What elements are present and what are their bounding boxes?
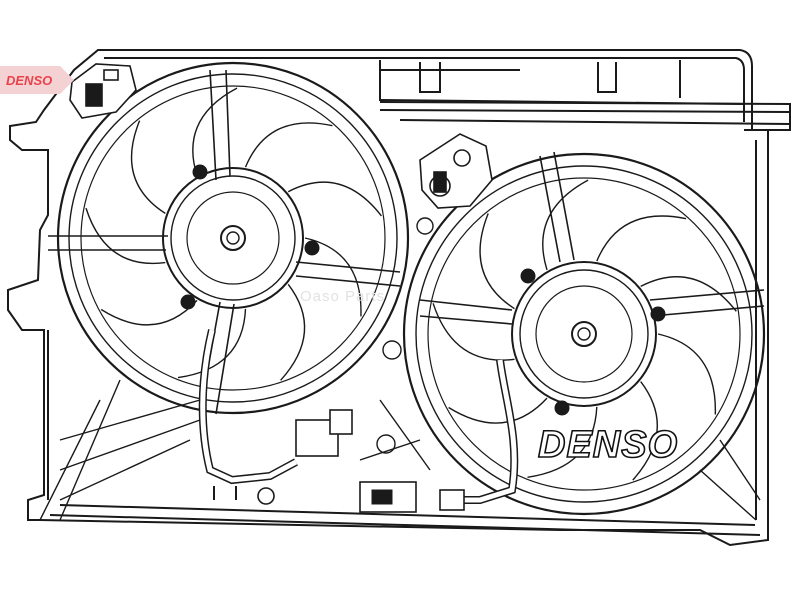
brand-logo-text: DENSO [537, 423, 679, 467]
fan-blade [479, 213, 515, 310]
fan-blade [304, 237, 362, 317]
badge-text: DENSO [6, 73, 52, 88]
fan-right [402, 151, 766, 516]
fan-blade [527, 406, 598, 478]
shroud-frame [7, 49, 791, 547]
fan-blade [632, 381, 659, 481]
fan-blade [640, 276, 737, 312]
fan-blade [596, 215, 687, 262]
fan-blade [177, 308, 247, 379]
fan-blade [657, 333, 717, 415]
brand-badge: DENSO [0, 66, 74, 94]
fan-blade [85, 207, 166, 265]
fan-blade [287, 181, 382, 217]
fan-blade [244, 122, 333, 168]
top-left-connector [69, 63, 137, 119]
fan-blade [542, 179, 589, 271]
fan-left [48, 61, 410, 415]
fan-blade [280, 283, 306, 381]
connector-module [419, 133, 493, 209]
fan-blade [448, 397, 548, 424]
fan-blade [192, 87, 238, 176]
fan-blade [432, 303, 515, 361]
watermark: Oaso Parts [300, 288, 386, 305]
wiring-harness [198, 329, 519, 513]
fan-blade [130, 120, 166, 214]
center-bracing [39, 217, 761, 521]
